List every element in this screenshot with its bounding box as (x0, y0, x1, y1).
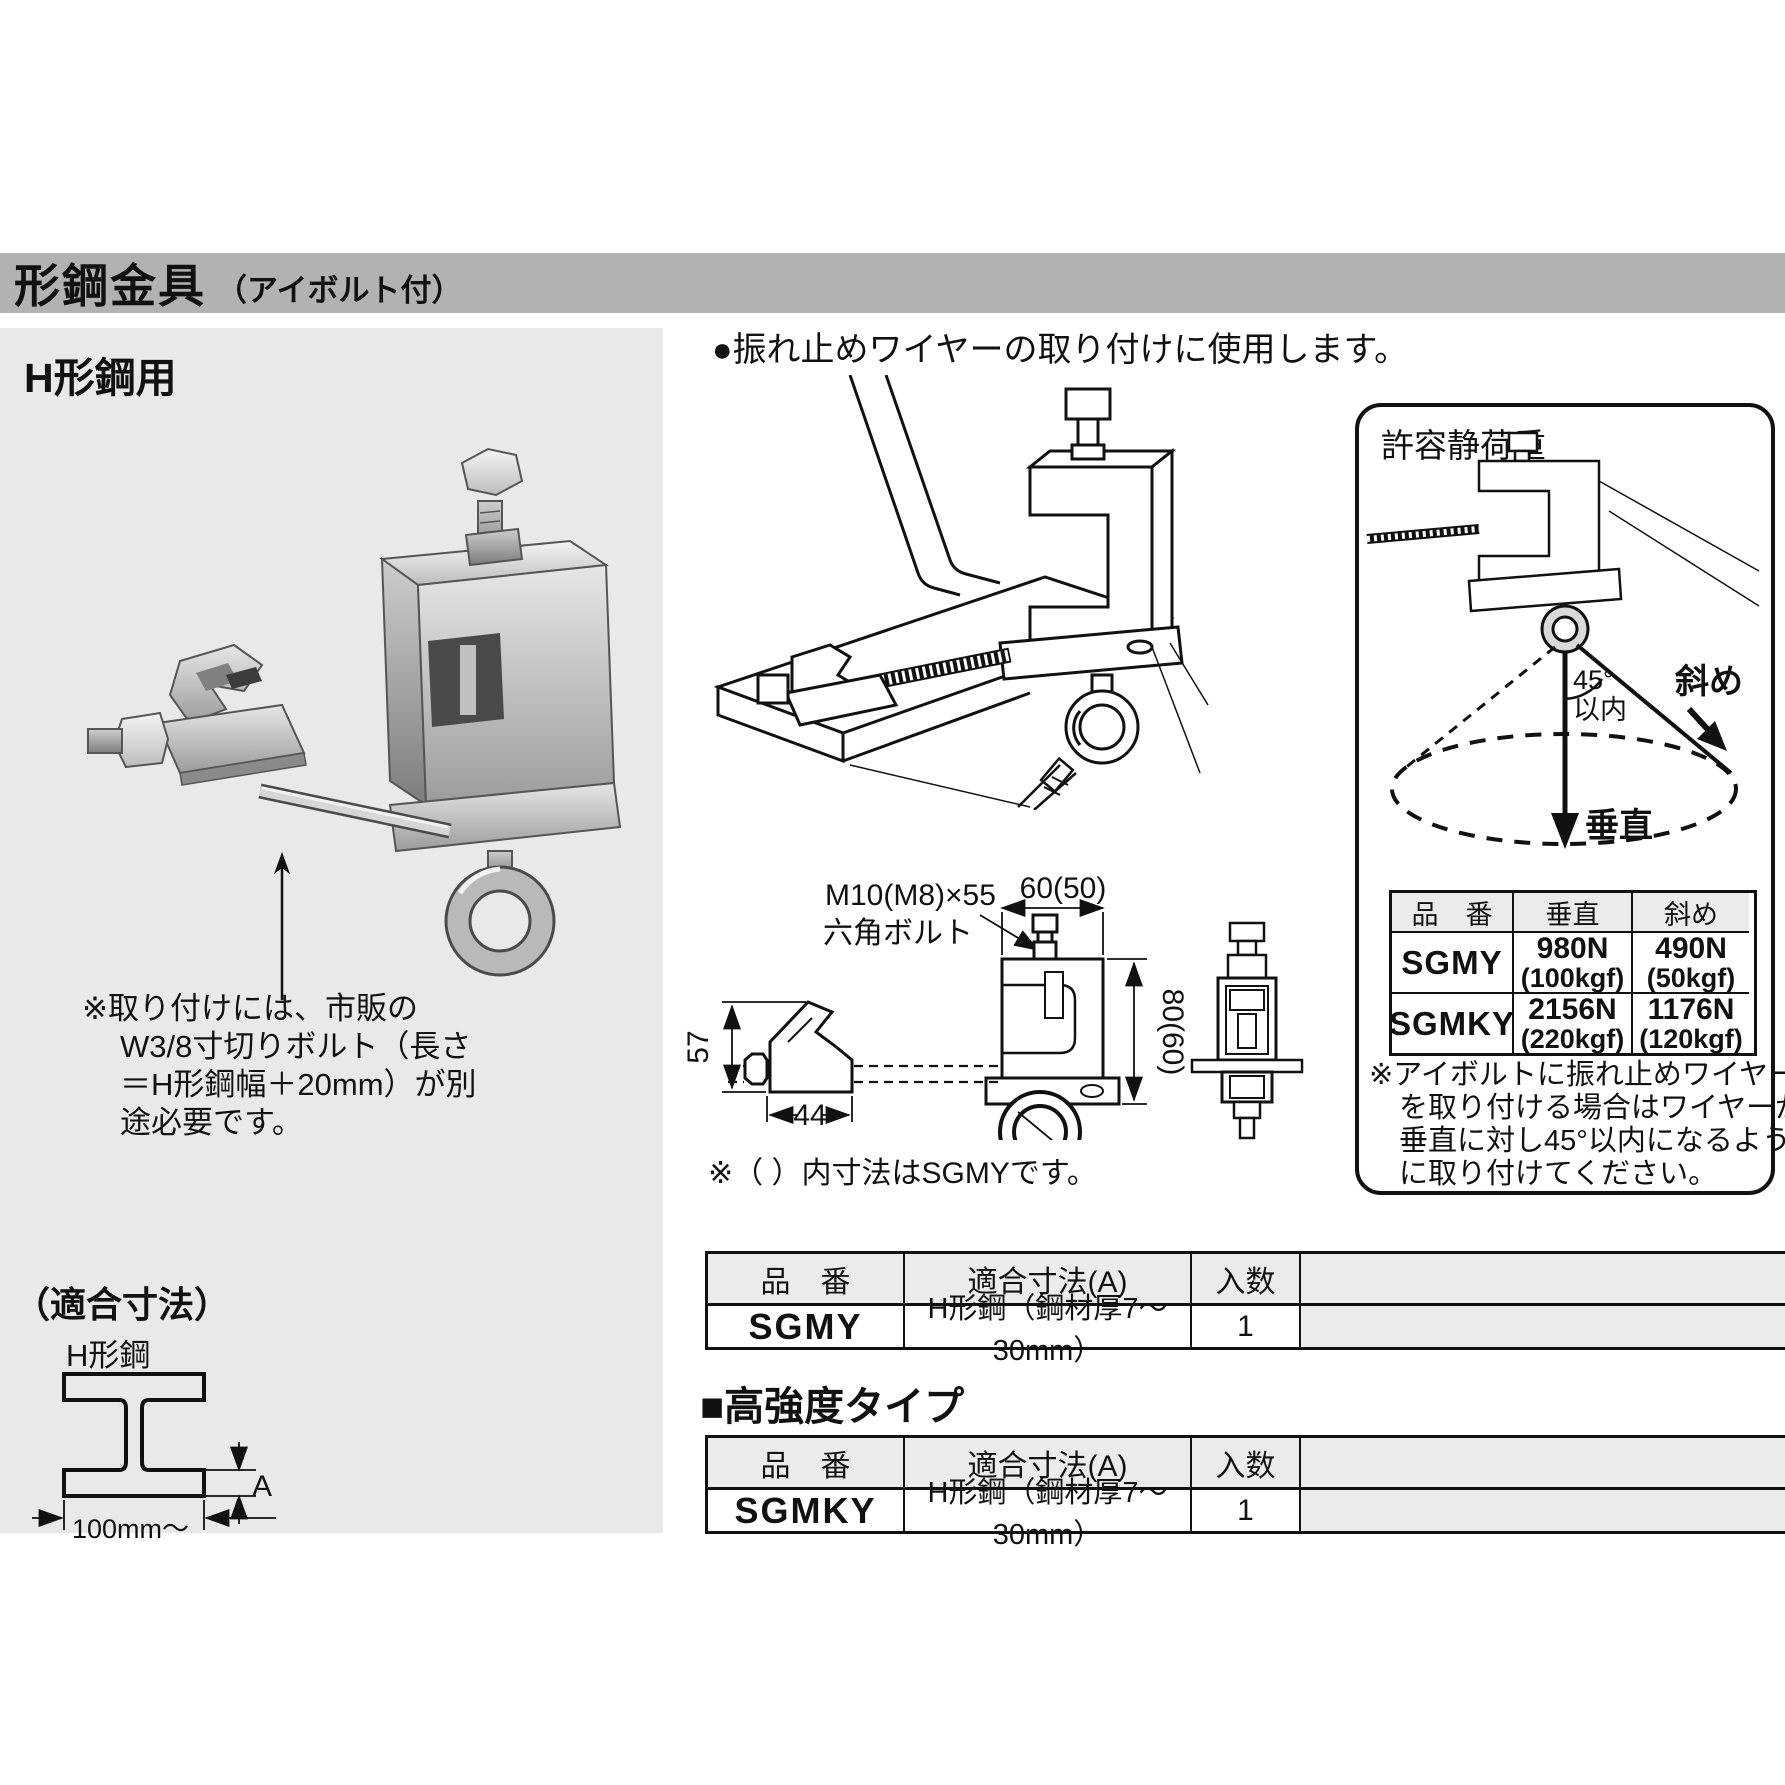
vertical-label: 垂直 (1585, 807, 1653, 845)
col-qty: 入数 (1190, 1254, 1299, 1303)
h-beam-cross-section-diagram: A 100mm～ (32, 1372, 276, 1541)
load-direction-drawing: 45° 以内 斜め 垂直 (1366, 431, 1760, 849)
photo-left-bracket (87, 643, 307, 786)
page-subtitle: （アイボルト付） (216, 272, 463, 308)
dim-width-lines (32, 1500, 276, 1530)
product-photo-illustration (87, 447, 622, 977)
col-model: 品 番 (708, 1438, 903, 1487)
load-row-vertical: 2156N (220kgf) (1512, 992, 1631, 1053)
installation-drawing (713, 375, 1209, 810)
bolt-spec-label: M10(M8)×55 (825, 879, 996, 912)
load-row-diagonal: 1176N (120kgf) (1631, 992, 1749, 1053)
cell-fit: H形鋼（鋼材厚7～30mm） (903, 1477, 1190, 1551)
dim-left-width: 44 (793, 1099, 826, 1132)
note-line: ※取り付けには、市販の (82, 991, 418, 1026)
note-line: ＝H形鋼幅＋20mm）が別 (120, 1067, 477, 1102)
clamp-front-view (1190, 921, 1304, 1140)
value-kgf: (120kgf) (1639, 1023, 1743, 1054)
wire-angle-note: ※アイボルトに振れ止めワイヤー を取り付ける場合はワイヤーが 垂直に対し45°以… (1369, 1059, 1785, 1191)
clamp-side-view (984, 913, 1121, 1140)
cell-extra (1299, 1303, 1785, 1347)
load-row-diagonal: 490N (50kgf) (1631, 931, 1749, 992)
angle-label-line1: 45° (1573, 665, 1614, 695)
load-col-vertical: 垂直 (1512, 893, 1631, 931)
bracket-side-view (743, 1000, 854, 1094)
dim-a-lines (206, 1442, 256, 1524)
col-extra (1299, 1254, 1785, 1303)
product-panel: H形鋼用 (0, 328, 663, 1541)
value-kgf: (50kgf) (1646, 962, 1736, 993)
section-header-bar: 形鋼金具 （アイボルト付） (0, 253, 1785, 313)
cell-qty: 1 (1190, 1303, 1299, 1347)
installation-note: ※取り付けには、市販の W3/8寸切りボルト（長さ ＝H形鋼幅＋20mm）が別 … (82, 990, 477, 1142)
usage-bullet: ●振れ止めワイヤーの取り付けに使用します。 (712, 331, 1409, 369)
value-n: 1176N (1647, 992, 1735, 1026)
dim-right-height: 80(60) (1156, 989, 1189, 1076)
wire (1017, 710, 1082, 810)
load-row-model: SGMY (1392, 931, 1512, 992)
load-col-model: 品 番 (1392, 893, 1512, 931)
note-line: ※アイボルトに振れ止めワイヤー (1369, 1059, 1785, 1091)
cell-model: SGMY (708, 1303, 903, 1347)
left-bracket (756, 643, 899, 727)
cell-fit: H形鋼（鋼材厚7～30mm） (903, 1293, 1190, 1367)
cell-extra (1299, 1487, 1785, 1531)
allowable-load-box: 許容静荷重 (1355, 403, 1785, 1195)
panel-heading: H形鋼用 (24, 355, 177, 401)
load-row-model: SGMKY (1389, 992, 1514, 1053)
dim-width-label: 100mm～ (72, 1514, 189, 1541)
col-extra (1299, 1438, 1785, 1487)
value-kgf: (220kgf) (1520, 1023, 1625, 1054)
col-fit: 適合寸法(A) (903, 1438, 1190, 1487)
note-pointer-arrow (274, 852, 290, 1000)
fit-dimensions-title: （適合寸法） (14, 1284, 231, 1325)
value-n: 490N (1655, 931, 1727, 965)
dim-top-width: 60(50) (1020, 872, 1107, 905)
eyebolt (1540, 604, 1590, 654)
product-table-sgmky: 品 番 適合寸法(A) 入数 SGMKY H形鋼（鋼材厚7～30mm） 1 (705, 1435, 1785, 1551)
cell-qty: 1 (1190, 1487, 1299, 1531)
load-row-vertical: 980N (100kgf) (1512, 931, 1631, 992)
h-beam-label: H形鋼 (66, 1338, 151, 1373)
dim-a-label: A (252, 1470, 272, 1503)
bolt-name-label: 六角ボルト (823, 917, 973, 950)
col-model: 品 番 (708, 1254, 903, 1303)
dimension-drawing: M10(M8)×55 六角ボルト 60(50) φ30 (682, 872, 1304, 1140)
note-line: W3/8寸切りボルト（長さ (120, 1029, 472, 1064)
col-fit: 適合寸法(A) (903, 1254, 1190, 1303)
cell-model: SGMKY (708, 1487, 903, 1531)
note-line: に取り付けてください。 (1399, 1158, 1718, 1190)
photo-right-clamp (379, 447, 622, 977)
value-kgf: (100kgf) (1520, 962, 1625, 993)
eyebolt (1064, 673, 1140, 765)
high-strength-heading: ■高強度タイプ (700, 1385, 965, 1429)
note-line: 垂直に対し45°以内になるよう (1399, 1125, 1785, 1157)
load-col-diagonal: 斜め (1631, 893, 1749, 931)
angle-label-line2: 以内 (1573, 695, 1627, 725)
beam-edge-lines (849, 642, 1209, 808)
page-title: 形鋼金具 (14, 260, 206, 312)
photo-rod (258, 783, 452, 839)
col-qty: 入数 (1190, 1438, 1299, 1487)
h-beam-outline (62, 1372, 206, 1498)
note-line: を取り付ける場合はワイヤーが (1399, 1092, 1785, 1124)
dim-left-height: 57 (682, 1030, 715, 1063)
note-line: 途必要です。 (120, 1105, 303, 1140)
load-rating-table: 品 番 垂直 斜め SGMY 980N (100kgf) 490N (50kgf… (1389, 890, 1757, 1056)
value-n: 2156N (1528, 992, 1617, 1026)
value-n: 980N (1536, 931, 1609, 965)
dimension-note: ※（ ）内寸法はSGMYです。 (708, 1157, 1097, 1190)
diagonal-label: 斜め (1675, 663, 1743, 701)
product-table-sgmy: 品 番 適合寸法(A) 入数 SGMY H形鋼（鋼材厚7～30mm） 1 (705, 1251, 1785, 1367)
